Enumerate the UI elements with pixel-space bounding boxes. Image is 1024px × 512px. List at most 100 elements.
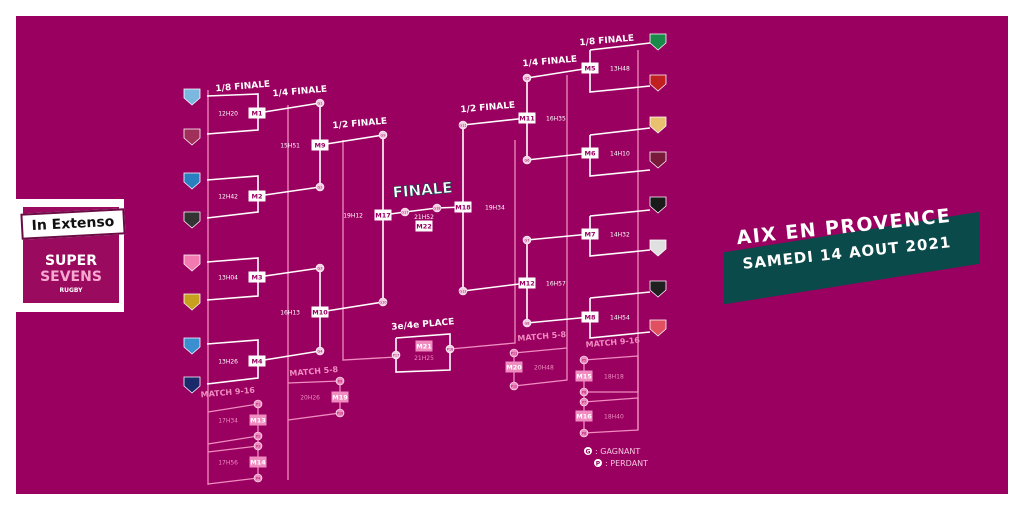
match-id: M8 [585,314,596,322]
team-logo-icon [183,337,201,355]
match-time: 14H54 [610,315,630,322]
slot-circle-p17 [391,350,401,360]
match-badge [248,355,266,367]
match-time: 16H35 [546,116,566,123]
match-badge [575,410,593,422]
match-m8: M8 14H54 [581,311,630,323]
slot-label: P18 [447,348,454,352]
match-id: M4 [252,358,263,366]
slot-label: G9 [381,134,386,138]
bracket-line [257,267,321,278]
bracket-line [589,209,651,217]
bracket-line [257,102,321,114]
slot-circle-g9 [378,130,388,140]
in-extenso-super-sevens-logo: In Extenso SUPER SEVENS RUGBY [16,199,126,312]
secondary-bracket-line [583,397,639,434]
match-id: M22 [416,223,432,231]
slot-circle-p12 [509,381,519,391]
match-badge [248,107,266,119]
bracket-line [589,127,651,136]
slot-circle-g12 [458,286,468,296]
team-logo-icon [649,319,667,337]
match-time: 18H18 [604,374,624,381]
slot-label: P4 [256,477,261,481]
match-id: M3 [252,274,263,282]
slot-circle-p7 [579,397,589,407]
round-title-final: FINALE [392,178,453,201]
slot-circle-g7 [522,235,532,245]
slot-circle-g2 [315,182,325,192]
slot-label: G8 [525,322,530,326]
slot-label: P9 [338,380,342,384]
logo-sevens: SEVENS [40,269,102,285]
bracket-line [462,117,528,126]
slot-circle-g5 [522,73,532,83]
secondary-bracket-line [513,347,568,354]
logo-rugby: RUGBY [59,287,83,294]
slot-circle-p8 [579,428,589,438]
bracket-line [526,233,591,241]
match-badge [581,311,599,323]
match-id: M7 [585,231,596,239]
match-badge [248,271,266,283]
bracket-line [319,301,384,313]
match-time: 18H40 [604,414,624,421]
logo-brand: In Extenso [20,208,126,240]
match-m3: M3 13H04 [218,271,266,283]
match-badge [505,361,523,373]
bracket-line [257,186,321,197]
match-id: M2 [252,193,263,201]
round-title-third: 3e/4e PLACE [391,317,455,332]
match-badge [454,201,472,213]
match-badge [249,414,267,426]
legend-p-label: : PERDANT [605,459,648,468]
team-logo-icon [183,293,201,311]
match-badge [581,62,599,74]
legend-g-symbol: G [586,449,591,456]
slot-circle-g1 [315,98,325,108]
match-m11: M11 16H35 [518,112,566,124]
team-logo-icon [649,33,667,51]
match-badge [518,112,536,124]
match-badge [575,370,593,382]
match-time: 20H26 [300,395,320,402]
match-time: 17H56 [218,460,238,467]
match-time: 15H51 [280,143,300,150]
match-time: 14H32 [610,232,630,239]
match-m19: M19 20H26 [300,391,349,403]
slot-label: G4 [318,350,324,354]
team-logo-icon [183,88,201,106]
match-time: 21H25 [414,355,434,362]
team-logo-icon [649,116,667,134]
slot-circle-p10 [335,408,345,418]
slot-circle-p4 [253,473,263,483]
match-time: 13H04 [218,275,238,282]
match-badge [581,228,599,240]
bracket-line [462,282,528,292]
slot-circle-p18 [445,344,455,354]
match-badge [581,147,599,159]
bracket-line [395,333,451,373]
match-m7: M7 14H32 [581,228,630,240]
match-id: M13 [250,417,266,425]
round-title-sf-left: 1/2 FINALE [332,117,387,132]
match-id: M1 [252,110,263,118]
bracket-line [589,298,651,339]
match-id: M10 [312,309,328,317]
match-id: M16 [576,413,592,421]
slot-circle-p5 [579,355,589,365]
match-time: 16H57 [546,281,566,288]
slot-label: P5 [582,359,586,363]
match-id: M11 [519,115,535,123]
match-time: 13H48 [610,66,630,73]
match-time: 14H10 [610,151,630,158]
match-id: M19 [332,394,348,402]
match-badge [518,277,536,289]
